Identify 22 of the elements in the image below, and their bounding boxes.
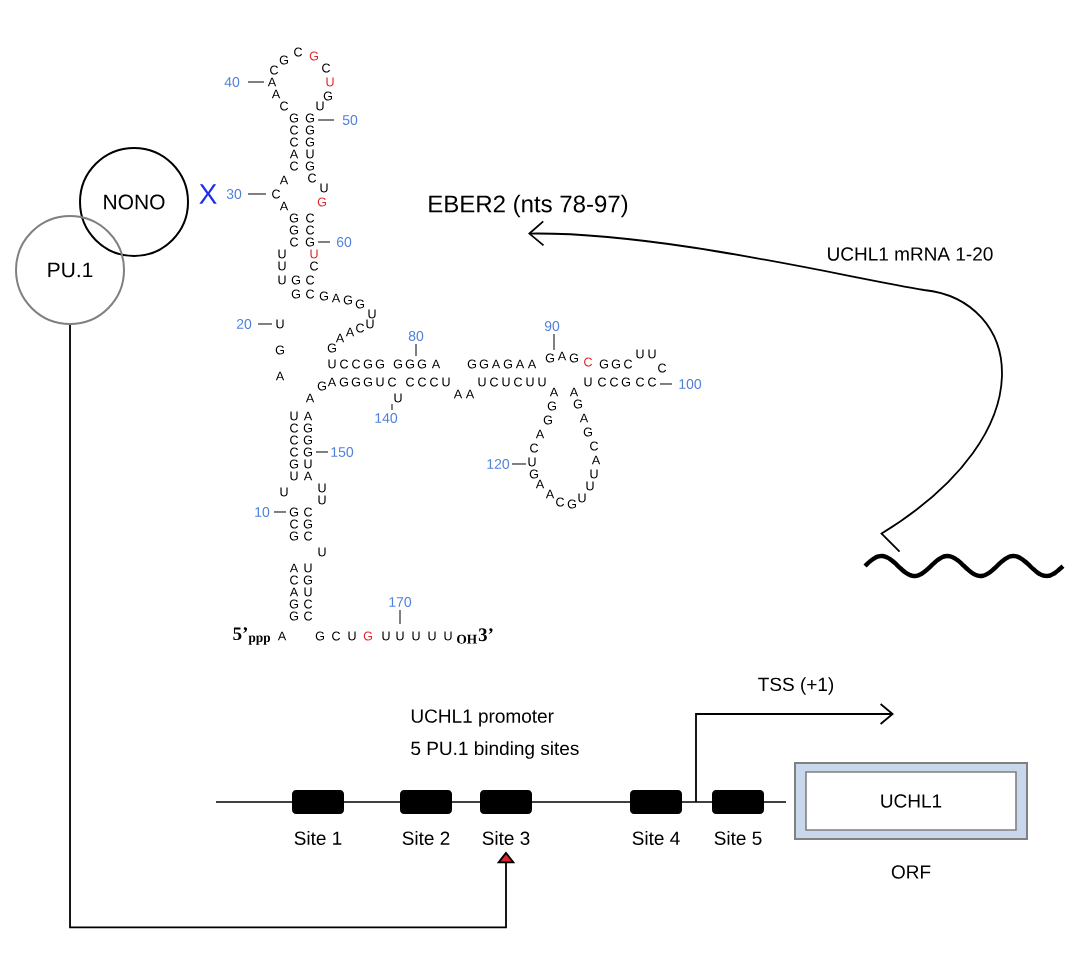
binding-site: Site 2 (400, 790, 452, 845)
rna-title: EBER2 (nts 78-97) (429, 194, 628, 218)
node-label: Site 5 (714, 831, 762, 845)
edge-label: UCHL1 mRNA 1-20 (824, 245, 996, 263)
node-label: Site 4 (632, 831, 680, 845)
strand-end-label: 5’$_{ppp}$ (233, 627, 271, 645)
promoter-label: UCHL1 promoter (411, 709, 554, 727)
gene-box: UCHL1 (794, 762, 1028, 840)
strand-end-label: $_{OH}$3’ (457, 628, 493, 644)
binding-site: Site 1 (292, 790, 344, 845)
orf-label: ORF (891, 865, 931, 879)
binding-site: Site 4 (630, 790, 682, 845)
arrow (528, 220, 1003, 553)
promoter-label: 5 PU.1 binding sites (411, 741, 579, 759)
tss-label: TSS (+1) (758, 677, 834, 695)
node-label: Site 2 (402, 831, 450, 845)
cross-mark: X (199, 184, 217, 204)
binding-site: Site 5 (712, 790, 764, 845)
node-label: Site 3 (482, 831, 530, 845)
binding-site: Site 3 (480, 790, 532, 845)
node-label: Site 1 (294, 831, 342, 845)
mrna-wave (863, 553, 1065, 579)
